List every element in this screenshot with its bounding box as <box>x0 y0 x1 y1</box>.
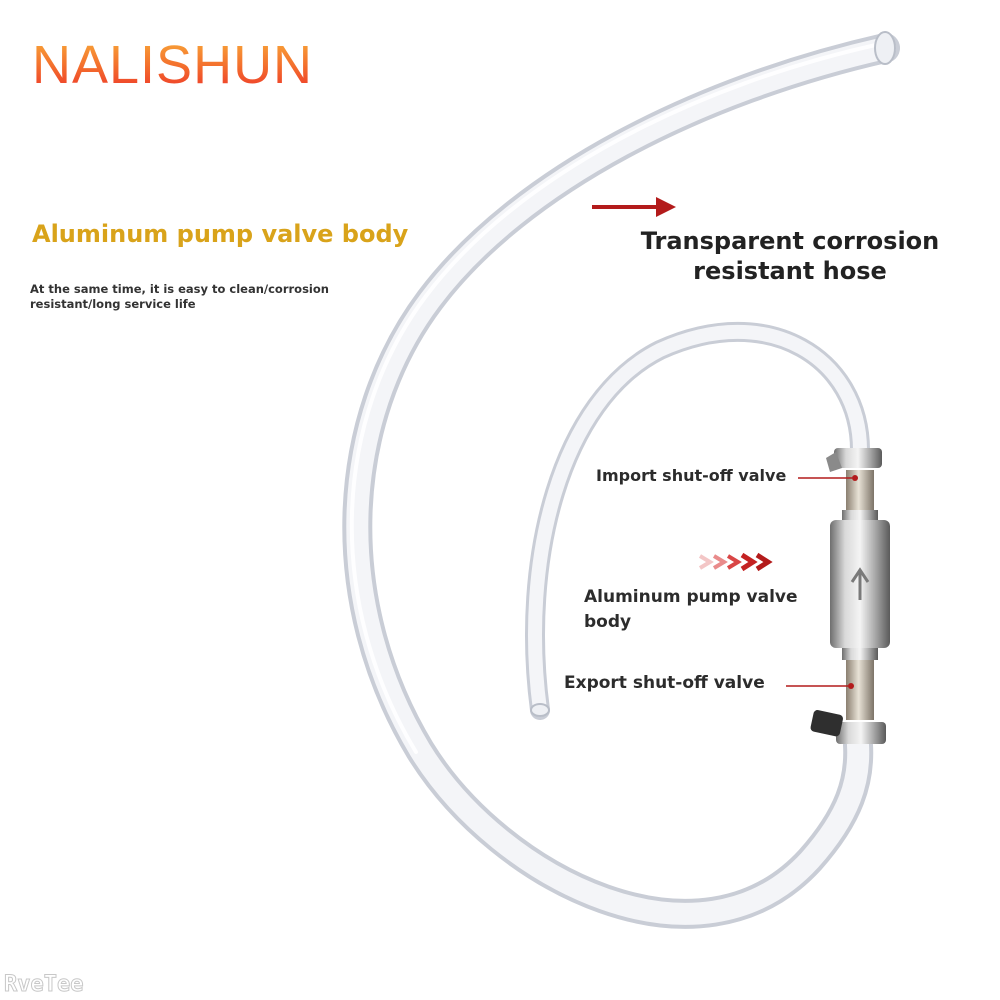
export-valve-fitting <box>846 660 874 720</box>
top-clamp-tab <box>826 452 842 472</box>
hose-outer <box>342 31 900 929</box>
bottom-hose-clamp <box>836 722 886 744</box>
intro-headline: Aluminum pump valve body <box>32 220 409 248</box>
brand-logo: NALISHUN <box>32 35 314 95</box>
hose-callout-label: Transparent corrosion resistant hose <box>640 227 940 285</box>
chevrons-right-icon <box>698 552 773 572</box>
arrow-right-icon <box>592 197 676 217</box>
callout-import-line <box>798 475 858 481</box>
inner-hose-end <box>530 703 550 717</box>
watermark: RveTee <box>3 972 84 998</box>
pump-assembly <box>810 448 890 744</box>
flow-arrow-icon <box>850 567 870 600</box>
hose-end-opening <box>874 31 896 65</box>
intro-description: At the same time, it is easy to clean/co… <box>30 282 329 311</box>
export-valve-label: Export shut-off valve <box>564 673 765 693</box>
callout-export-line <box>786 683 854 689</box>
hose-inner <box>525 322 870 720</box>
pump-body-label: Aluminum pump valve body <box>584 587 798 632</box>
bottom-clamp-handle <box>810 710 843 737</box>
import-valve-label: Import shut-off valve <box>596 466 787 485</box>
top-hose-clamp <box>834 448 882 468</box>
